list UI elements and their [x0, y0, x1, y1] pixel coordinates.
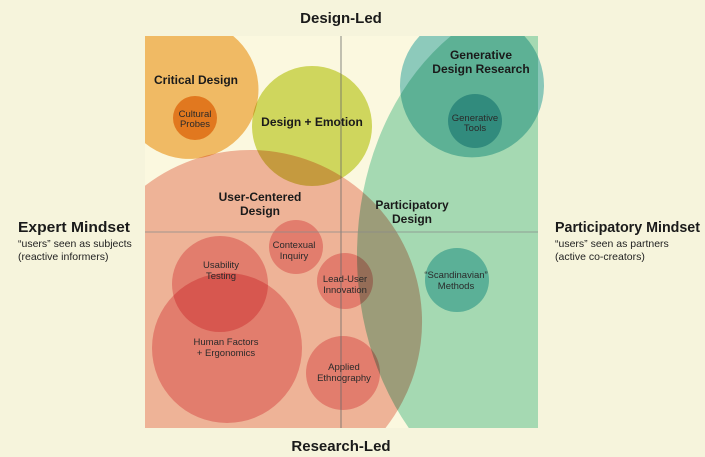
user-centered-design-label-1: User-Centered [219, 190, 302, 204]
lead-user-innovation-label-2: Innovation [323, 285, 367, 296]
axis-top-label: Design-Led [300, 10, 382, 27]
cultural-probes-area [173, 96, 217, 140]
scandinavian-methods-label-1: “Scandinavian” [424, 270, 487, 281]
participatory-design-label-1: Participatory [375, 198, 449, 212]
axis-left-title: Expert Mindset [18, 219, 130, 236]
usability-testing-label-1: Usability [203, 260, 239, 271]
axis-bottom-label: Research-Led [291, 438, 390, 455]
human-factors-label-1: Human Factors [194, 337, 259, 348]
scandinavian-methods-label-2: Methods [438, 281, 475, 292]
contextual-inquiry-label-2: Inquiry [280, 251, 309, 262]
axis-left-note-1: “users” seen as subjects [18, 238, 132, 250]
applied-ethnography-label-1: Applied [328, 362, 360, 373]
human-factors-label-2: + Ergonomics [197, 348, 256, 359]
contextual-inquiry-area [269, 220, 323, 274]
axis-left-note-2: (reactive informers) [18, 251, 108, 263]
participatory-design-label-2: Design [392, 212, 432, 226]
lead-user-innovation-area [317, 253, 373, 309]
cultural-probes-label-2: Probes [180, 119, 210, 130]
axis-right-note-2: (active co-creators) [555, 251, 645, 263]
human-factors-area [152, 273, 302, 423]
applied-ethnography-label-2: Ethnography [317, 373, 371, 384]
generative-tools-label-1: Generative [452, 113, 498, 124]
generative-design-research-label-1: Generative [450, 48, 512, 62]
cultural-probes-label-1: Cultural [179, 109, 212, 120]
generative-tools-label-2: Tools [464, 123, 486, 134]
axis-right-note-1: “users” seen as partners [555, 238, 669, 250]
design-emotion-label: Design + Emotion [261, 115, 363, 129]
contextual-inquiry-label-1: Contexual [273, 240, 316, 251]
user-centered-design-label-2: Design [240, 204, 280, 218]
design-emotion-area [252, 66, 372, 186]
critical-design-label: Critical Design [154, 73, 238, 87]
generative-design-research-label-2: Design Research [432, 62, 529, 76]
axis-right-title: Participatory Mindset [555, 219, 700, 236]
applied-ethnography-area [306, 336, 380, 410]
generative-tools-area [448, 94, 502, 148]
lead-user-innovation-label-1: Lead-User [323, 274, 367, 285]
scandinavian-methods-area [425, 248, 489, 312]
usability-testing-label-2: Testing [206, 271, 236, 282]
